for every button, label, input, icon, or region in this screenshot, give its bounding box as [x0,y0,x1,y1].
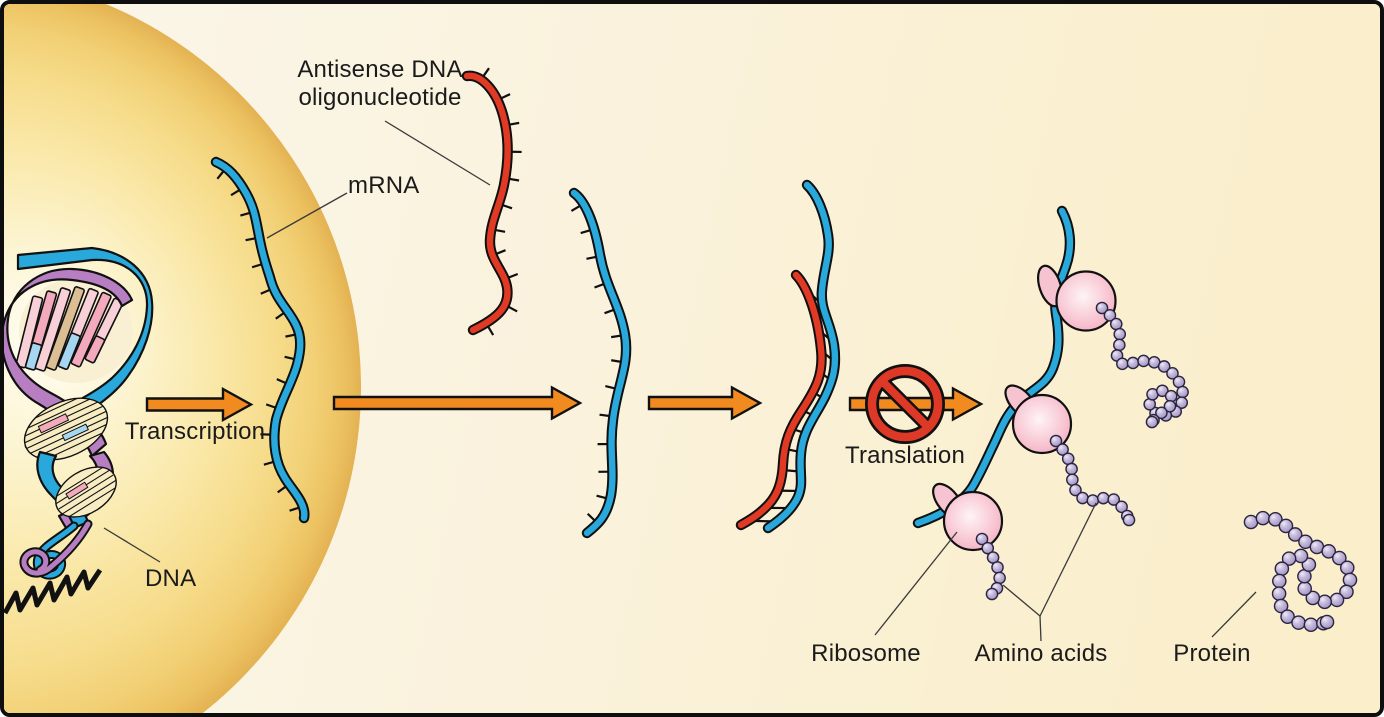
antisense-oligo-strand [467,67,522,336]
ribosome-3 [932,482,1004,552]
mrna-label-line [266,192,348,239]
dna-base-pairs [15,286,124,372]
dna-helix [4,246,154,615]
nucleus [4,4,361,713]
protein-label-line [1211,591,1257,638]
protein-chain [1243,510,1358,633]
transcription-label: Transcription [124,418,266,445]
amino-acid-chain-2 [1049,434,1136,527]
antisense-oligo-label-line2: oligonucleotide [298,84,462,111]
amino-acids-label-line-1 [1002,584,1041,617]
amino-acid-chain-3 [975,532,1006,601]
translation-label: Translation [844,442,966,469]
mrna-label: mRNA [348,172,420,199]
mrna-antisense-duplex [741,185,835,528]
amino-acid-chain-1 [1095,301,1189,429]
antisense-oligo-label: Antisense DNA oligonucleotide [297,56,462,112]
dna-label: DNA [145,565,197,592]
label-pointer-lines [103,120,1257,642]
transcription-arrow [145,386,254,423]
mrna-strand-cytoplasm [571,193,626,533]
ribosome-label: Ribosome [811,640,921,667]
ribosome-label-line [874,531,958,636]
ribosome-1 [1036,264,1117,332]
amino-acids-label-stub [1039,615,1042,642]
amino-acids-label-line-2 [1039,502,1097,617]
hybridization-arrow [647,385,763,421]
dna-label-line [103,527,161,563]
chromatin-fiber [4,568,103,615]
nuclear-export-arrow [332,385,583,421]
antisense-oligo-label-line1: Antisense DNA [297,56,463,83]
diagram-artwork [4,4,1380,713]
protein-label: Protein [1173,640,1251,667]
amino-acids-label: Amino acids [974,640,1108,667]
antisense-label-line [384,120,491,186]
mrna-strand-nucleus [216,162,304,518]
dna-coiled-tail [19,519,93,580]
no-symbol-icon [865,364,945,444]
